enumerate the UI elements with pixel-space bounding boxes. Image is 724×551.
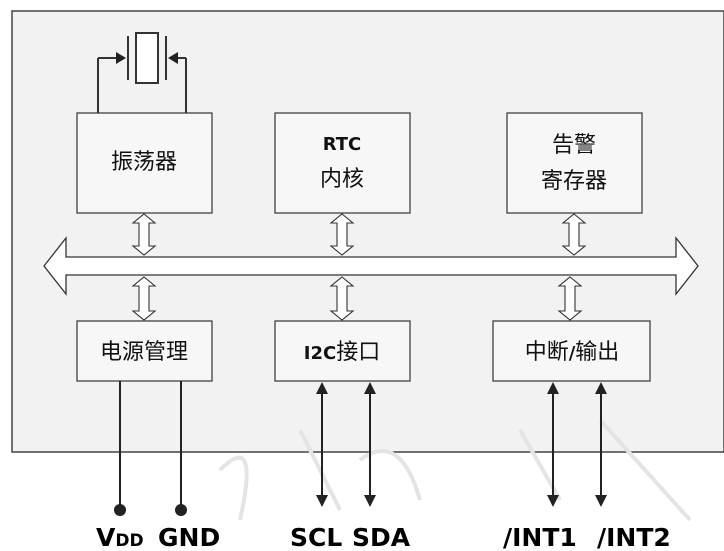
- bus-connectors-top: [131, 213, 587, 256]
- oscillator-bus-connector: [131, 213, 157, 256]
- bus-connectors-bottom: [131, 276, 583, 321]
- alarm-bus-connector: [561, 213, 587, 256]
- crystal-arrow-right-icon: [168, 52, 178, 64]
- scl-pin-label: SCL: [290, 523, 342, 551]
- i2c-interface-block: [274, 320, 411, 382]
- int2-pin-label: /INT2: [597, 523, 671, 551]
- alarm-register-label-line2: 寄存器: [541, 169, 607, 194]
- interrupt-output-block: [492, 320, 651, 382]
- rtc-bus-connector: [329, 213, 355, 256]
- chip-outline: [11, 10, 724, 453]
- interrupt-label-slash: /: [569, 343, 576, 364]
- vdd-pin-dot: [114, 504, 126, 516]
- gnd-pin-dot: [175, 504, 187, 516]
- crystal-arrow-left-icon: [116, 52, 126, 64]
- vdd-label-main: V: [96, 523, 116, 551]
- i2c-label-prefix: I2C: [304, 343, 336, 364]
- i2c-interface-label: I2C接口: [304, 340, 380, 365]
- power-bus-connector: [131, 276, 157, 321]
- power-management-label: 电源管理: [100, 340, 188, 365]
- i2c-bus-connector: [329, 276, 355, 321]
- interrupt-label-part1: 中断: [525, 340, 569, 365]
- internal-bus-arrow: [43, 236, 699, 296]
- rtc-core-block: [274, 112, 411, 214]
- alarm-register-label-line1: 告警: [552, 133, 596, 158]
- sda-pin-label: SDA: [352, 523, 411, 551]
- alarm-register-block: [506, 112, 643, 214]
- vdd-pin-label: VDD: [96, 523, 144, 551]
- int1-pin-label: /INT1: [503, 523, 577, 551]
- rtc-core-label-line1: RTC: [323, 134, 362, 155]
- interrupt-label-part2: 输出: [575, 340, 619, 365]
- i2c-label-suffix: 接口: [336, 340, 380, 365]
- oscillator-block: [76, 112, 213, 214]
- vdd-label-sub: DD: [115, 531, 143, 551]
- interrupt-bus-connector: [557, 276, 583, 321]
- rtc-core-label-line2: 内核: [320, 167, 364, 192]
- oscillator-label: 振荡器: [111, 150, 177, 175]
- gnd-pin-label: GND: [158, 523, 220, 551]
- interrupt-output-label: 中断/输出: [525, 340, 620, 365]
- power-management-block: [76, 320, 213, 382]
